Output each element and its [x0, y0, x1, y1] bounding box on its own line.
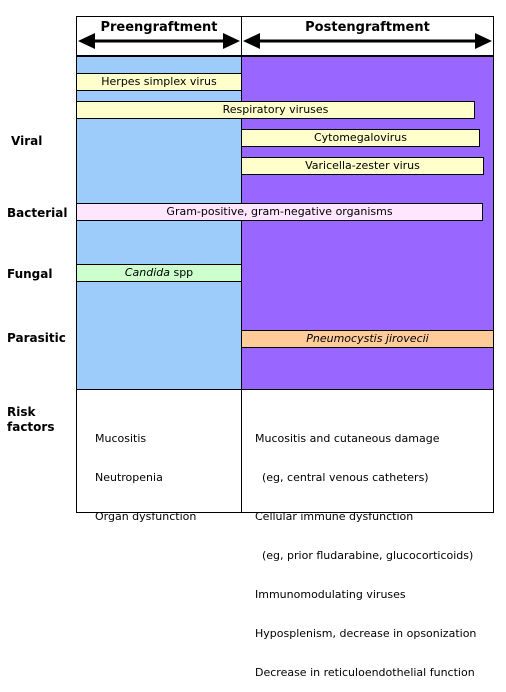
- bar-bacterial-organisms: Gram-positive, gram-negative organisms: [76, 203, 483, 221]
- preengraftment-label: Preengraftment: [100, 20, 218, 35]
- risk-factor-item: Mucositis and cutaneous damage: [255, 432, 440, 445]
- risk-factors-post-list: Mucositis and cutaneous damage (eg, cent…: [255, 406, 476, 692]
- row-label-bacterial: Bacterial: [7, 206, 68, 220]
- bar-cytomegalovirus: Cytomegalovirus: [241, 129, 480, 147]
- row-label-risk-line1: Risk: [7, 405, 36, 419]
- risk-factors-box: [76, 389, 494, 513]
- postengraftment-label: Postengraftment: [305, 20, 430, 35]
- bar-candida: Candida spp: [76, 264, 242, 282]
- candida-spp-text: spp: [169, 266, 194, 279]
- postengraftment-header-cell: [241, 16, 494, 56]
- risk-factor-item: Decrease in reticuloendothelial function: [255, 666, 475, 679]
- risk-factor-item: Neutropenia: [95, 471, 163, 484]
- risk-factor-item: Mucositis: [95, 432, 147, 445]
- row-label-fungal: Fungal: [7, 267, 53, 281]
- risk-factor-item: Immunomodulating viruses: [255, 588, 406, 601]
- row-label-risk-line2: factors: [7, 420, 55, 434]
- candida-italic-text: Candida: [124, 266, 170, 279]
- risk-factor-item: Organ dysfunction: [95, 510, 197, 523]
- postengraftment-arrow-icon: [243, 33, 492, 49]
- preengraftment-header-cell: [76, 16, 242, 56]
- bar-pneumocystis: Pneumocystis jirovecii: [241, 330, 494, 348]
- bar-varicella-zoster: Varicella-zester virus: [241, 157, 484, 175]
- risk-factor-item: Cellular immune dysfunction: [255, 510, 414, 523]
- timeline-arrows: [78, 33, 492, 49]
- row-label-parasitic: Parasitic: [7, 331, 66, 345]
- risk-factor-item: Hyposplenism, decrease in opsonization: [255, 627, 477, 640]
- risk-factors-pre-list: Mucositis Neutropenia Organ dysfunction: [95, 406, 196, 536]
- risk-factor-item: (eg, prior fludarabine, glucocorticoids): [255, 549, 474, 562]
- preengraftment-arrow-icon: [78, 33, 240, 49]
- bar-herpes-simplex: Herpes simplex virus: [76, 73, 242, 91]
- row-label-viral: Viral: [11, 134, 43, 148]
- bar-respiratory-viruses: Respiratory viruses: [76, 101, 475, 119]
- risk-factor-item: (eg, central venous catheters): [255, 471, 429, 484]
